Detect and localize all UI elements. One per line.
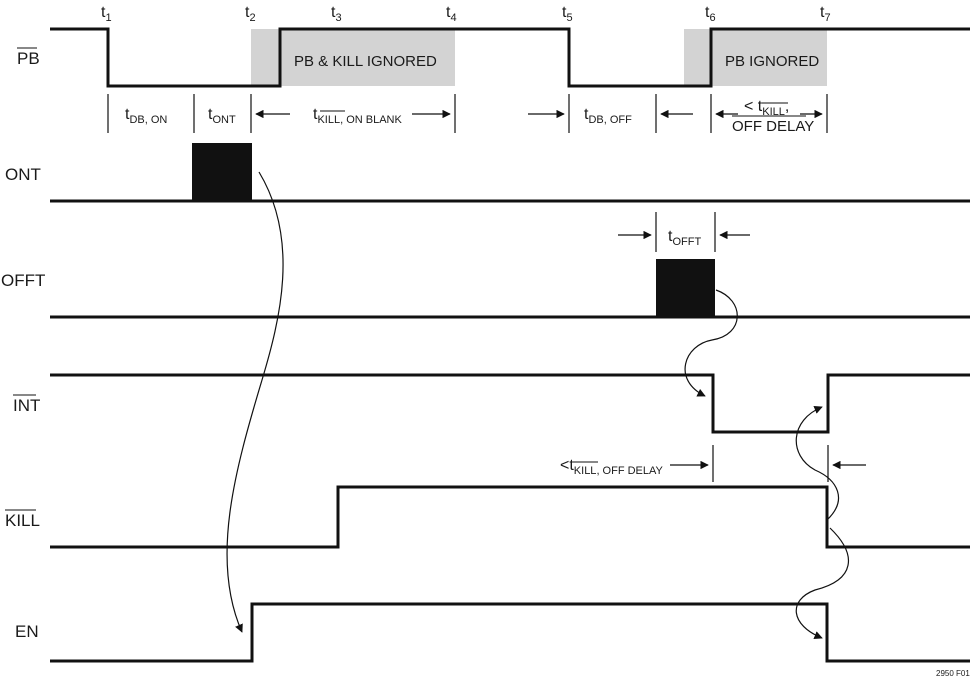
label-t-kill-on-blank: tKILL, ON BLANK [313, 106, 402, 126]
svg-text:PB & KILL IGNORED: PB & KILL IGNORED [294, 53, 437, 70]
signal-label-kill: KILL [5, 511, 40, 530]
waveform-int [50, 373, 970, 434]
interval-ticks [107, 94, 829, 482]
arrow-ont-to-en [226, 171, 284, 633]
time-marker-t7: t7 [820, 4, 831, 24]
time-marker-t3: t3 [331, 4, 342, 24]
time-marker-t4: t4 [446, 4, 457, 24]
time-marker-t6: t6 [705, 4, 716, 24]
time-marker-t1: t1 [101, 4, 112, 24]
label-off-delay-line2: OFF DELAY [732, 118, 814, 135]
signal-label-pb: PB [17, 49, 40, 68]
arrow-offt-to-int [684, 289, 738, 397]
label-t-kill-off-delay-top: < tKILL, [744, 98, 789, 118]
pb-ignored-shade [684, 29, 827, 86]
offt-pulse [656, 259, 715, 317]
arrow-kill-to-int [795, 405, 839, 521]
label-t-db-on: tDB, ON [125, 106, 167, 126]
pb-ignored-label: PB IGNORED [725, 53, 819, 70]
pb-kill-ignored-label: PB & KILL IGNORED [294, 53, 437, 70]
signal-label-ont: ONT [5, 165, 41, 184]
figure-id: 2950 F01 [936, 669, 970, 678]
label-t-kill-off-delay-mid: <tKILL, OFF DELAY [560, 457, 664, 477]
ov-pb-1: PB [294, 53, 314, 70]
time-markers: t1 t2 t3 t4 t5 t6 t7 [101, 4, 831, 24]
svg-text:PB IGNORED: PB IGNORED [725, 53, 819, 70]
ov-kill-1: KILL [332, 53, 363, 70]
label-t-db-off: tDB, OFF [584, 106, 632, 126]
arrow-kill-to-en [795, 527, 850, 640]
signal-label-en: EN [15, 622, 39, 641]
signal-label-offt: OFFT [1, 271, 45, 290]
signal-label-int: INT [13, 396, 40, 415]
waveform-en [50, 602, 970, 663]
label-t-offt: tOFFT [668, 228, 701, 248]
signal-labels: PB ONT OFFT INT KILL EN [1, 47, 45, 641]
waveform-pb [50, 27, 970, 88]
waveform-kill [50, 485, 970, 549]
time-marker-t2: t2 [245, 4, 256, 24]
pb-kill-ignored-shade [251, 29, 455, 86]
causal-arrows [226, 171, 850, 640]
interval-labels: tDB, ON tONT tKILL, ON BLANK tDB, OFF < … [125, 98, 814, 477]
label-t-ont: tONT [208, 106, 236, 126]
ov-pb-2: PB [725, 53, 745, 70]
ont-pulse [192, 143, 252, 201]
time-marker-t5: t5 [562, 4, 573, 24]
interval-arrows [255, 109, 866, 470]
